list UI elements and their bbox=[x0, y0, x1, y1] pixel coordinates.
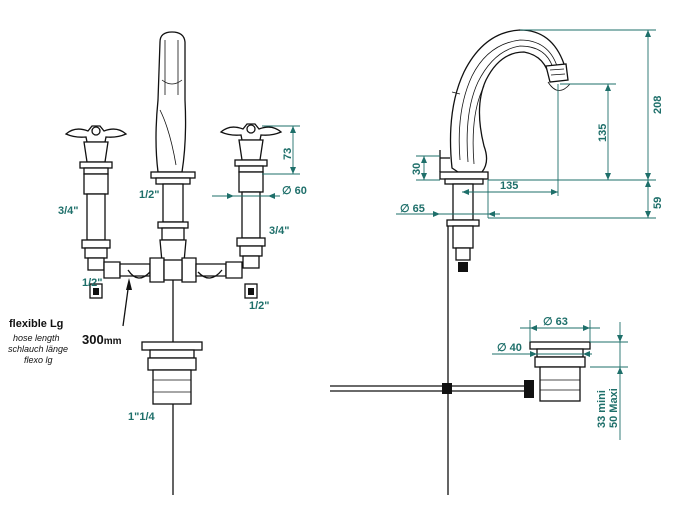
dim-spout-reach-label: 135 bbox=[500, 180, 518, 192]
hose-english-label: hose length bbox=[13, 333, 60, 343]
left-drain bbox=[141, 341, 203, 405]
dim-handle-height-label: 73 bbox=[282, 148, 294, 160]
dim-spout-height-label: 135 bbox=[597, 124, 609, 142]
hose-length-value: 300mm bbox=[82, 332, 122, 347]
hose-title-label: flexible Lg bbox=[9, 318, 63, 330]
right-cross-handle bbox=[219, 123, 283, 299]
thread-right-bottom-label: 1/2" bbox=[249, 300, 270, 312]
right-drain bbox=[330, 341, 591, 402]
dim-base-diameter-label: ∅ 65 bbox=[400, 203, 425, 215]
dim-base-thickness-label: 30 bbox=[411, 163, 423, 175]
hose-spanish-label: flexo lg bbox=[24, 355, 53, 365]
hose-pointer-arrow bbox=[126, 278, 132, 290]
thread-right-top-label: 3/4" bbox=[269, 225, 290, 237]
dim-base-height-label: 59 bbox=[652, 197, 664, 209]
hose-german-label: schlauch länge bbox=[8, 344, 68, 354]
left-front-view: 3/4" 1/2" 3/4" 1/2" 1/2" 1"1/4 73 ∅ 60 f… bbox=[8, 31, 307, 495]
thread-center-top-label: 1/2" bbox=[139, 189, 160, 201]
dim-drain-max-label: 50 Maxi bbox=[608, 388, 620, 428]
right-side-view: 208 135 59 135 30 ∅ 65 ∅ 63 ∅ 40 33 mini… bbox=[330, 29, 664, 495]
dim-handle-diameter-label: ∅ 60 bbox=[282, 185, 307, 197]
thread-left-top-label: 3/4" bbox=[58, 205, 79, 217]
swan-neck-spout bbox=[439, 29, 571, 495]
hose-connection bbox=[103, 257, 243, 283]
dim-drain-bottom-label: ∅ 40 bbox=[497, 342, 522, 354]
thread-drain-label: 1"1/4 bbox=[128, 411, 156, 423]
center-spout bbox=[150, 31, 196, 495]
thread-left-bottom-label: 1/2" bbox=[82, 277, 103, 289]
dim-drain-top-label: ∅ 63 bbox=[543, 316, 568, 328]
dim-total-height-label: 208 bbox=[652, 96, 664, 114]
dim-drain-min-label: 33 mini bbox=[596, 390, 608, 428]
left-cross-handle bbox=[64, 125, 128, 299]
